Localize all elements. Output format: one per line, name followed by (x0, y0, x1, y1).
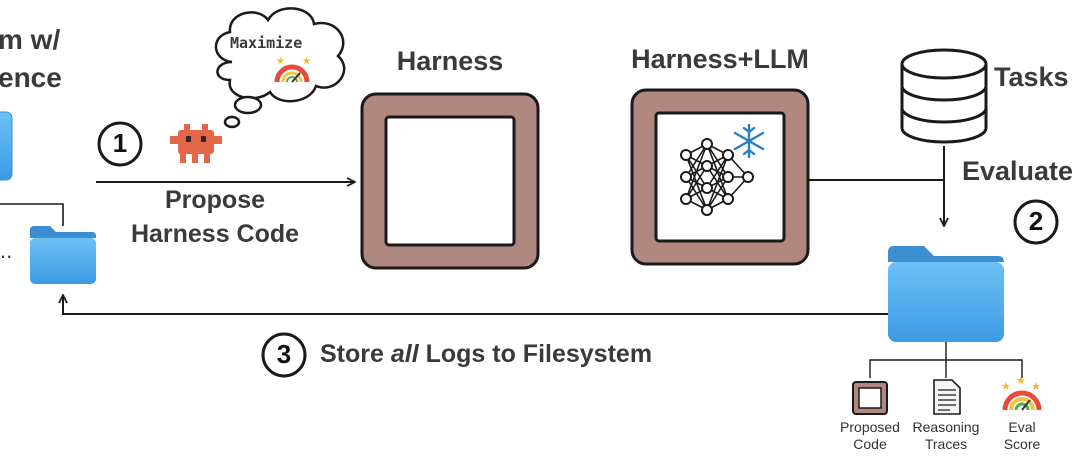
svg-text:★: ★ (1016, 375, 1026, 387)
nn-node (701, 204, 713, 216)
step1-number: 1 (112, 128, 128, 158)
step2-number: 2 (1028, 206, 1044, 236)
proposed-code-icon (852, 381, 888, 415)
nn-node (701, 182, 713, 194)
svg-text:★: ★ (276, 56, 285, 67)
harness-frame (360, 92, 540, 270)
crab-mascot-icon (170, 124, 222, 163)
output-reasoning-line1: Reasoning (912, 419, 980, 435)
tasks-database-icon (900, 48, 988, 144)
step3-number: 3 (276, 339, 292, 369)
nn-node (680, 193, 692, 205)
reasoning-traces-icon (933, 379, 961, 415)
output-eval-score-label: Eval Score (982, 419, 1062, 453)
output-proposed-line1: Proposed (840, 419, 900, 435)
neural-network-icon (680, 138, 754, 216)
step1-badge (97, 121, 143, 167)
output-tree (869, 342, 1023, 378)
left-title-line2: ence (0, 62, 62, 93)
nn-edge (685, 143, 708, 178)
output-proposed-code-label: Proposed Code (830, 419, 910, 453)
nn-node (722, 193, 734, 205)
nn-edge (685, 143, 708, 200)
gauge-icon: ★ ★ (274, 56, 311, 83)
nn-node (742, 171, 754, 183)
store-logs-before: Store (320, 340, 391, 368)
left-ellipsis: .. (0, 238, 13, 263)
svg-text:★: ★ (1031, 381, 1041, 393)
left-partial-folder-icon (0, 111, 13, 181)
step3-badge (261, 332, 307, 378)
store-logs-label: Store all Logs to Filesystem (320, 340, 652, 369)
step2-badge (1013, 199, 1059, 245)
store-logs-after: Logs to Filesystem (418, 340, 653, 368)
output-proposed-line2: Code (853, 436, 887, 452)
tasks-label: Tasks (994, 62, 1069, 92)
nn-node (701, 160, 713, 172)
nn-edge (706, 154, 729, 189)
step1-label-line1: Propose (164, 186, 266, 214)
snowflake-icon (733, 123, 765, 159)
svg-text:★: ★ (302, 56, 311, 67)
nn-node (722, 171, 734, 183)
nn-edge (685, 165, 708, 200)
output-reasoning-traces-label: Reasoning Traces (906, 419, 986, 453)
thought-bubble-label: Maximize (230, 34, 303, 52)
step1-label-line2: Harness Code (130, 220, 300, 248)
store-logs-emphasis: all (390, 340, 419, 368)
harness-title: Harness (396, 46, 504, 76)
nn-node (680, 171, 692, 183)
store-logs-arrow (63, 296, 888, 315)
nn-edge (706, 154, 729, 211)
nn-edge (706, 176, 729, 211)
thought-bubble (214, 7, 346, 129)
harness-llm-title: Harness+LLM (631, 44, 809, 74)
nn-node (722, 149, 734, 161)
left-small-connector (0, 203, 64, 226)
small-folder-icon (30, 226, 96, 284)
output-reasoning-line2: Traces (924, 436, 968, 452)
output-eval-line2: Score (1003, 436, 1041, 452)
left-title-line1: m w/ (0, 24, 61, 55)
output-eval-line1: Eval (1008, 419, 1036, 435)
large-folder-icon (888, 246, 1004, 342)
eval-score-gauge-icon: ★ ★ ★ (1001, 375, 1042, 411)
svg-text:★: ★ (1001, 381, 1011, 393)
evaluate-label: Evaluate (962, 156, 1074, 186)
nn-node (680, 149, 692, 161)
nn-node (701, 138, 713, 150)
